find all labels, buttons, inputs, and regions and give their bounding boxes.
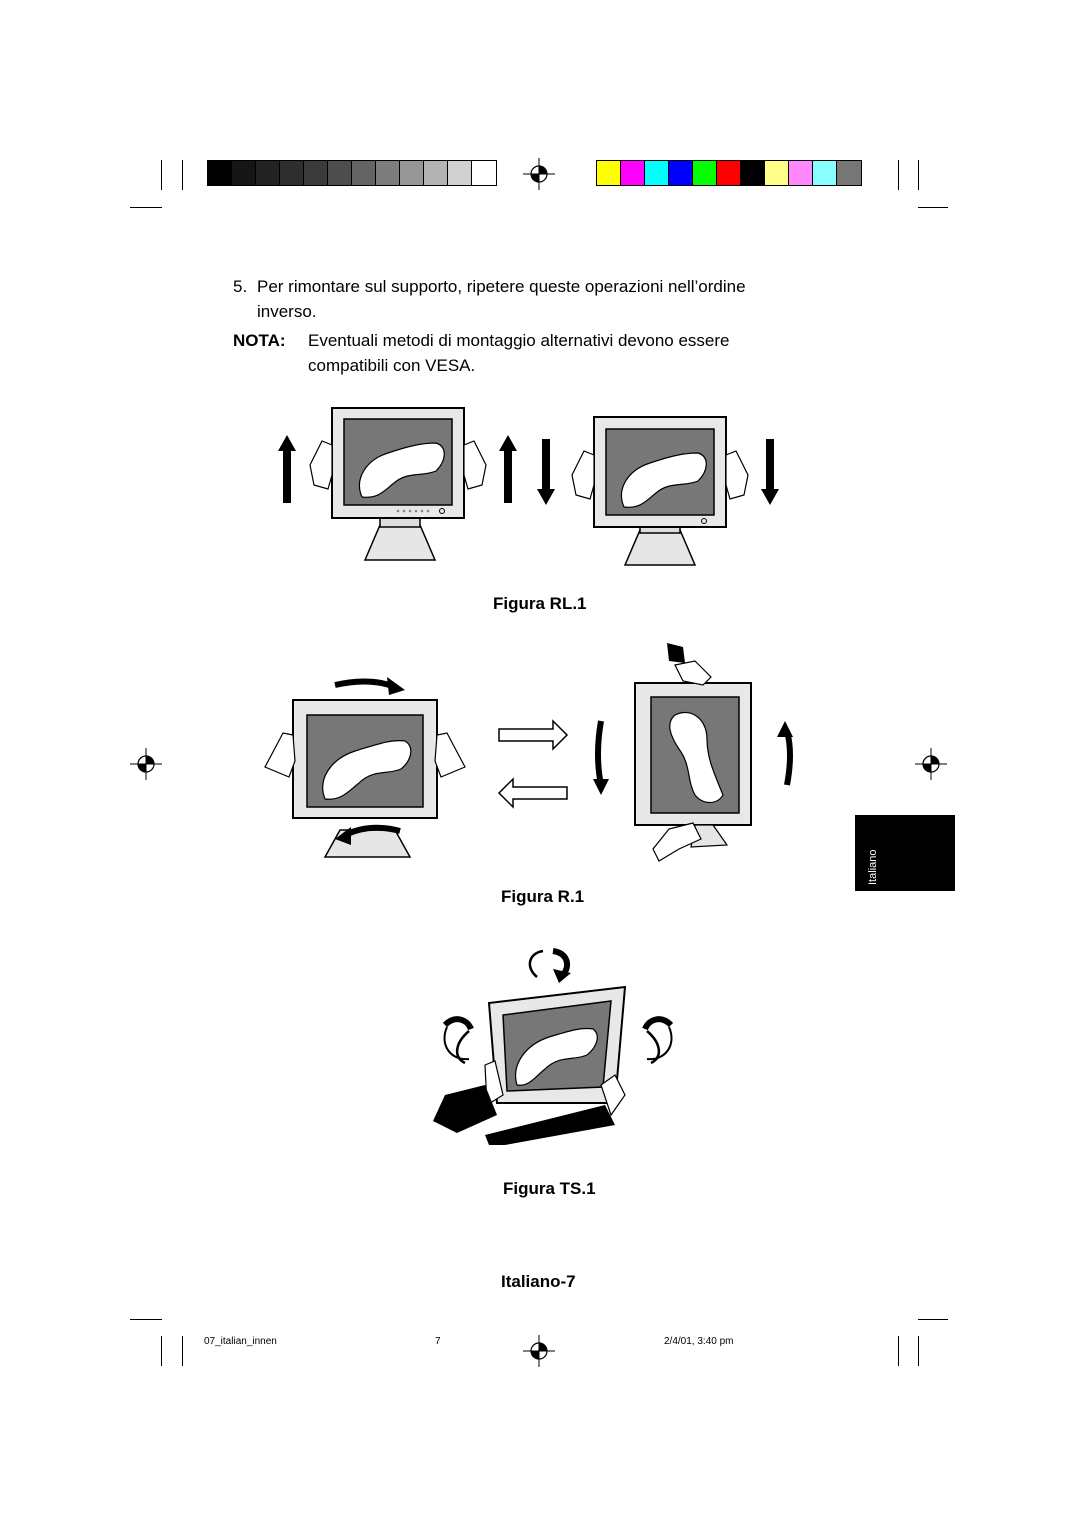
color-swatch [232,161,256,185]
figure-raise-lower [278,407,779,566]
monitor-illustration [264,699,466,858]
arrow-left-icon [497,777,568,809]
figure-caption: Figura R.1 [501,887,585,906]
registration-mark-icon [130,748,162,780]
color-swatch [621,161,645,185]
footer-timestamp: 2/4/01, 3:40 pm [664,1336,734,1347]
step-number: 5. [233,277,248,296]
note-label: NOTA: [233,331,286,350]
monitor-illustration [571,416,749,566]
arrow-up-icon [499,435,517,503]
crop-mark [161,1336,162,1366]
swivel-arrow-icon [528,949,544,978]
color-swatch [645,161,669,185]
crop-mark [898,1336,899,1366]
color-swatch [597,161,621,185]
color-swatch [256,161,280,185]
arrow-up-icon [278,435,296,503]
color-swatch [813,161,837,185]
tilt-arrow-icon [456,1030,470,1065]
grayscale-calibration-bar [207,160,497,186]
color-swatch [208,161,232,185]
color-swatch [717,161,741,185]
arrow-down-icon [537,439,555,505]
crop-mark [130,1319,162,1320]
color-swatch [328,161,352,185]
arrow-right-icon [498,719,569,751]
color-swatch [837,161,861,185]
rotate-arrow-icon [334,678,397,690]
color-swatch [280,161,304,185]
crop-mark [130,207,162,208]
registration-mark-icon [523,158,555,190]
registration-mark-icon [915,748,947,780]
tilt-arrow-icon [646,1030,660,1065]
color-swatch [765,161,789,185]
color-swatch [789,161,813,185]
color-swatch [669,161,693,185]
registration-mark-icon [523,1335,555,1367]
crop-mark [161,160,162,190]
color-swatch [352,161,376,185]
language-tab: Italiano [855,815,955,891]
figure-caption: Figura TS.1 [503,1179,596,1198]
color-swatch [400,161,424,185]
figure-caption: Figura RL.1 [493,594,587,613]
crop-mark [918,1319,948,1320]
color-swatch [376,161,400,185]
crop-mark [182,160,183,190]
color-swatch [741,161,765,185]
crop-mark [918,1336,919,1366]
footer-file-name: 07_italian_innen [204,1336,277,1347]
page-label: Italiano-7 [501,1272,576,1291]
figure-rotate [264,643,793,862]
color-swatch [693,161,717,185]
crop-mark [182,1336,183,1366]
color-calibration-bar [596,160,862,186]
color-swatch [424,161,448,185]
monitor-illustration [634,643,752,862]
step-text: Per rimontare sul supporto, ripetere que… [257,277,746,321]
note-text: Eventuali metodi di montaggio alternativ… [308,331,730,375]
monitor-illustration [433,985,627,1145]
crop-mark [898,160,899,190]
color-swatch [448,161,472,185]
rotate-arrow-icon [784,730,793,786]
figure-tilt-swivel [433,948,674,1145]
color-swatch [304,161,328,185]
footer-page-number: 7 [435,1336,441,1347]
crop-mark [918,160,919,190]
color-swatch [472,161,496,185]
monitor-illustration [309,407,487,561]
rotate-arrow-icon [595,720,604,786]
language-tab-label: Italiano [867,849,879,885]
crop-mark [918,207,948,208]
arrow-down-icon [761,439,779,505]
